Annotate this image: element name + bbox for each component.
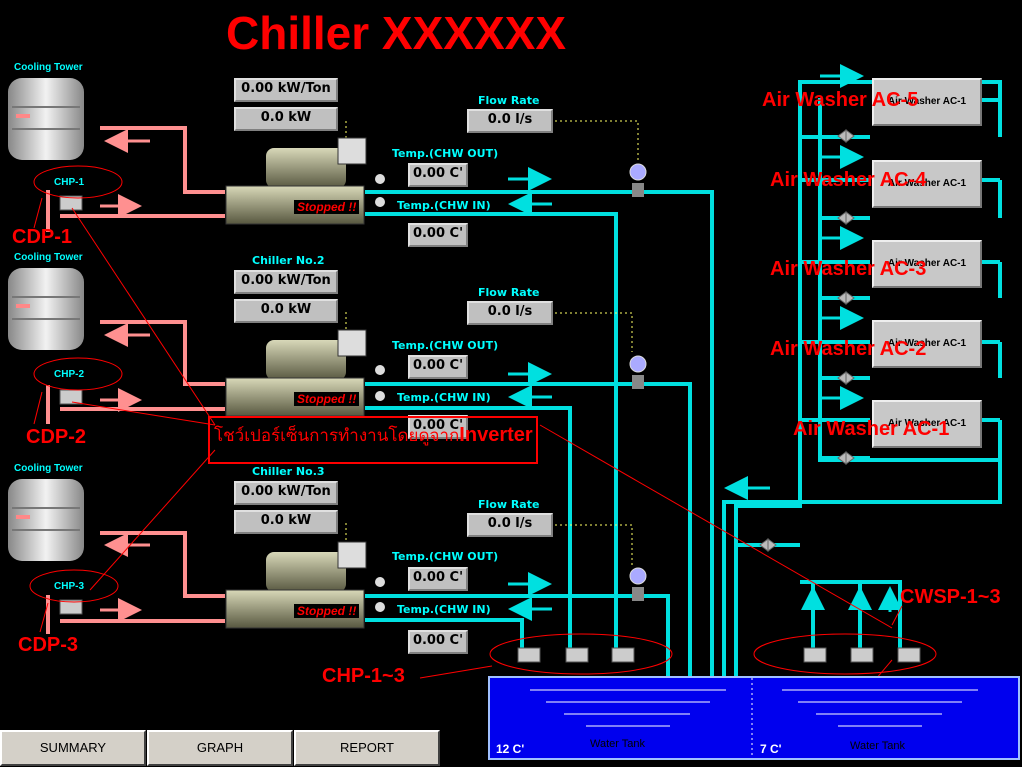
chiller-2-out-label: Temp.(CHW OUT) [392, 339, 499, 352]
cooling-tower-1[interactable] [8, 78, 84, 160]
tank-left-label: Water Tank [590, 738, 646, 750]
chp-group-label: CHP-1~3 [322, 665, 405, 687]
graph-button[interactable]: GRAPH [147, 730, 293, 766]
chiller-2-flow: 0.0 l/s [467, 301, 553, 325]
chiller-1-out: 0.00 C' [408, 163, 468, 187]
chiller-1-out-label: Temp.(CHW OUT) [392, 147, 499, 160]
tank-right-label: Water Tank [850, 740, 906, 752]
chiller-1-flow-label: Flow Rate [478, 94, 540, 107]
tank-right-temp: 7 C' [760, 742, 782, 756]
chiller-3-out-label: Temp.(CHW OUT) [392, 550, 499, 563]
cdp-3-label: CDP-3 [18, 634, 79, 656]
inverter-note: โชว์เปอร์เซ็นการทำงานโดยดูจากInverter [208, 416, 538, 464]
chiller-3-name: Chiller No.3 [252, 465, 325, 478]
cooling-tower-1-label: Cooling Tower [14, 62, 83, 73]
chiller-3-in-label: Temp.(CHW IN) [397, 603, 491, 616]
chiller-2-flow-label: Flow Rate [478, 286, 540, 299]
chiller-2-out: 0.00 C' [408, 355, 468, 379]
summary-button[interactable]: SUMMARY [0, 730, 146, 766]
chiller-3-kw: 0.0 kW [234, 510, 338, 534]
cdp-1-label: CDP-1 [12, 226, 73, 248]
chiller-2-status: Stopped !! [294, 392, 360, 406]
cooling-tower-2[interactable] [8, 268, 84, 350]
inverter-note-bold: Inverter [459, 424, 533, 446]
page-title: Chiller XXXXXX [226, 7, 567, 59]
air-washer-4-box[interactable]: Air Washer AC-1 [872, 160, 982, 208]
chiller-1-kw-ton: 0.00 kW/Ton [234, 78, 338, 102]
chiller-3-flow-label: Flow Rate [478, 498, 540, 511]
air-washer-3-label: Air Washer AC-3 [770, 258, 927, 280]
chiller-1-kw: 0.0 kW [234, 107, 338, 131]
air-washer-2-box[interactable]: Air Washer AC-1 [872, 320, 982, 368]
condenser-pipes [46, 126, 225, 634]
chiller-3-status: Stopped !! [294, 604, 360, 618]
tank-left-temp: 12 C' [496, 742, 525, 756]
chilled-arrows [508, 64, 902, 621]
chiller-2-in-label: Temp.(CHW IN) [397, 391, 491, 404]
chp-2-label: CHP-2 [54, 369, 85, 380]
chiller-2-name: Chiller No.2 [252, 254, 325, 267]
air-washer-1-box[interactable]: Air Washer AC-1 [872, 400, 982, 448]
air-washer-5-label: Air Washer AC-5 [762, 89, 919, 111]
chiller-2-kw-ton: 0.00 kW/Ton [234, 270, 338, 294]
cooling-tower-shapes [8, 78, 84, 561]
air-washer-3-box[interactable]: Air Washer AC-1 [872, 240, 982, 288]
cooling-tower-2-label: Cooling Tower [14, 252, 83, 263]
chiller-3-kw-ton: 0.00 kW/Ton [234, 481, 338, 505]
chiller-3-in: 0.00 C' [408, 630, 468, 654]
water-tank[interactable]: 12 C' Water Tank 7 C' Water Tank [488, 676, 1020, 760]
chiller-1-in-label: Temp.(CHW IN) [397, 199, 491, 212]
chiller-1-in: 0.00 C' [408, 223, 468, 247]
cdp-2-label: CDP-2 [26, 426, 87, 448]
report-button[interactable]: REPORT [294, 730, 440, 766]
cooling-tower-3-label: Cooling Tower [14, 463, 83, 474]
chp-3-label: CHP-3 [54, 581, 85, 592]
chp-1-label: CHP-1 [54, 177, 85, 188]
cwsp-group-label: CWSP-1~3 [900, 586, 1001, 608]
chiller-3-out: 0.00 C' [408, 567, 468, 591]
chiller-3-flow: 0.0 l/s [467, 513, 553, 537]
air-washer-2-label: Air Washer AC-2 [770, 338, 927, 360]
air-washer-1-label: Air Washer AC-1 [793, 418, 950, 440]
annotations [29, 165, 937, 713]
condenser-arrows [100, 129, 150, 622]
chiller-1-status: Stopped !! [294, 200, 360, 214]
chiller-1-flow: 0.0 l/s [467, 109, 553, 133]
tank-waves [530, 678, 978, 758]
chiller-2-kw: 0.0 kW [234, 299, 338, 323]
cooling-tower-3[interactable] [8, 479, 84, 561]
air-washer-4-label: Air Washer AC-4 [770, 169, 927, 191]
inverter-note-text: โชว์เปอร์เซ็นการทำงานโดยดูจาก [214, 426, 460, 445]
air-washer-5-box[interactable]: Air Washer AC-1 [872, 78, 982, 126]
